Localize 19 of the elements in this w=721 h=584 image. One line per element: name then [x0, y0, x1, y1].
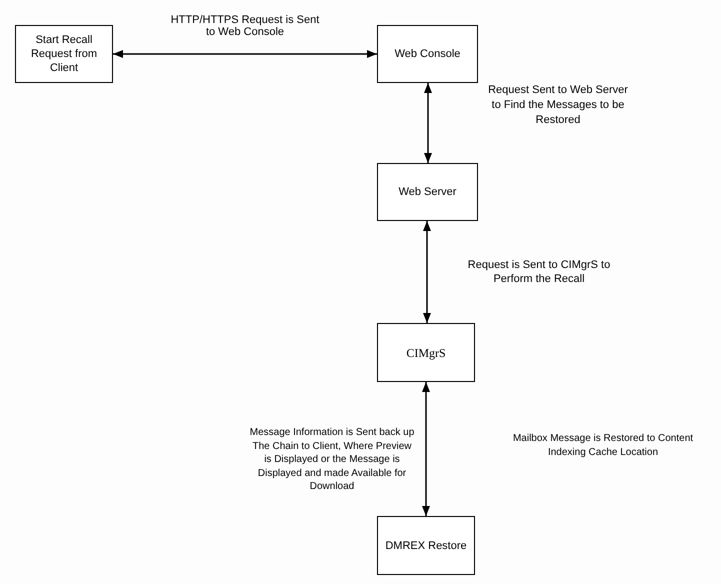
double-arrow: [423, 221, 431, 323]
box-text: Web Console: [394, 47, 460, 61]
note-text: Request is Sent to CIMgrS to Perform the Recall: [466, 258, 612, 286]
box-text: Web Server: [398, 185, 456, 199]
process-box: [15, 25, 113, 83]
note-text: Message Information is Sent back up The Chain to Client, Where Preview is Displayed or the Message is Displayed and made Available for Download: [248, 426, 416, 494]
edge-label: HTTP/HTTPS Request is Sent to Web Console: [170, 14, 320, 38]
process-box: [377, 163, 478, 221]
note-text: Mailbox Message is Restored to Content Indexing Cache Location: [512, 432, 694, 460]
double-arrow: [424, 83, 432, 163]
double-arrow: [422, 382, 430, 516]
box-text: DMREX Restore: [385, 538, 467, 552]
process-box: [377, 323, 475, 382]
box-text: CIMgrS: [406, 346, 446, 360]
note-text: Request Sent to Web Server to Find the Messages to be Restored: [488, 83, 628, 128]
process-box: [377, 516, 475, 575]
process-box: [377, 25, 478, 83]
double-arrow: [113, 50, 377, 58]
box-text: Start Recall Request from Client: [30, 33, 98, 75]
